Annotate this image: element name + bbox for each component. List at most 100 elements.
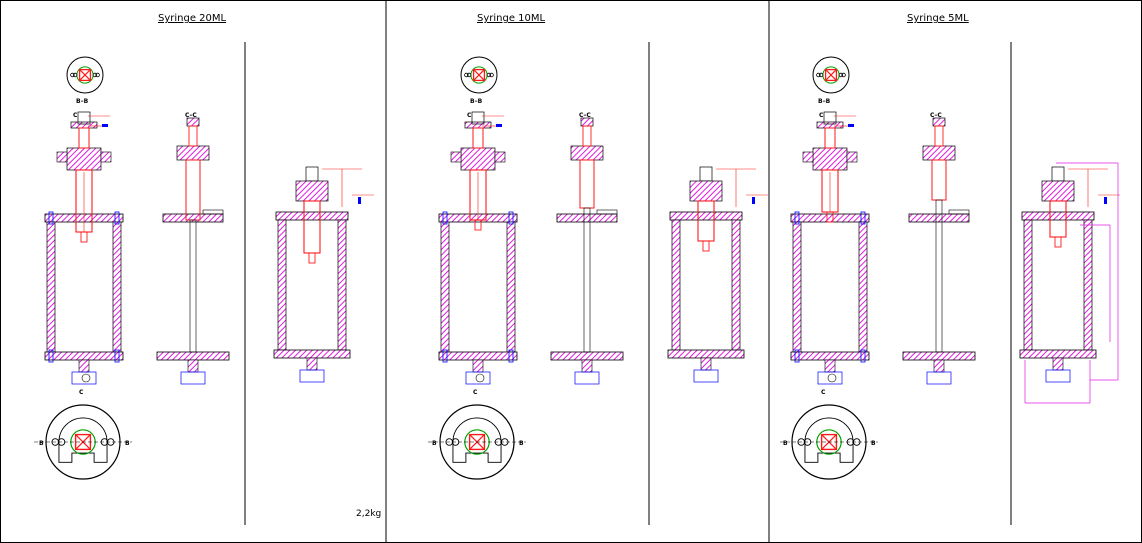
stroke-adapter: [305, 166, 319, 182]
syringe-holder: [66, 147, 102, 171]
bolt: [114, 349, 120, 363]
cross-mark: [79, 69, 91, 81]
screw-hole: [818, 72, 824, 78]
side-actuator: [574, 371, 600, 385]
side-coupling: [187, 359, 199, 373]
section-label-bb-20ml: B–B: [76, 98, 89, 105]
dimension-value-mark: [358, 197, 361, 204]
section-label-bb-10ml: B–B: [470, 98, 483, 105]
bolt: [48, 349, 54, 363]
screw-hole: [486, 72, 492, 78]
adapter-nut: [471, 111, 485, 125]
stroke-post-right: [731, 219, 741, 351]
cut-label-c-bottom-20ml: C: [79, 389, 84, 396]
side-bottom-plate: [550, 351, 624, 361]
side-holder: [176, 145, 210, 161]
section-label-cc-20ml: C–C: [185, 112, 197, 119]
plunger-rod: [826, 211, 834, 223]
actuator-coupling: [78, 359, 90, 373]
panel-title-20ml: Syringe 20ML: [158, 13, 227, 24]
slot-outline: [804, 417, 854, 463]
stroke-adapter: [1051, 166, 1065, 182]
syringe-flange-20ml: [78, 68, 92, 82]
actuator-body: [817, 371, 843, 385]
stroke-post-right: [1083, 219, 1093, 351]
bolt: [794, 349, 800, 363]
stroke-syringe-barrel: [697, 200, 715, 242]
cut-label-c-top-5ml: C: [819, 112, 824, 119]
stroke-holder: [1041, 180, 1075, 202]
side-clamp: [202, 209, 224, 215]
side-top-plate: [908, 213, 970, 223]
cut-label-c-top-10ml: C: [467, 112, 472, 119]
top-cap: [70, 121, 98, 129]
adapter-nut: [823, 111, 837, 125]
plunger-rod: [80, 231, 88, 243]
side-syringe-barrel: [185, 159, 201, 221]
stroke-coupling: [306, 357, 318, 371]
adapter-nut: [77, 111, 91, 125]
side-push-rod: [935, 199, 943, 353]
stroke-plunger: [1054, 236, 1062, 248]
side-post-left: [46, 221, 56, 353]
syringe-tip: [472, 127, 484, 149]
top-plate: [790, 213, 870, 223]
syringe-holder: [812, 147, 848, 171]
stroke-actuator: [1045, 369, 1071, 383]
side-push-rod: [583, 207, 591, 353]
side-top-plate: [162, 213, 224, 223]
side-coupling: [933, 359, 945, 373]
cut-label-b-right-5ml: B: [871, 440, 876, 447]
stroke-syringe-barrel: [303, 200, 321, 254]
top-cap: [816, 121, 844, 129]
side-post-left: [792, 221, 802, 353]
holder-flange: [100, 151, 112, 163]
stroke-plunger: [702, 240, 710, 252]
side-post-left: [440, 221, 450, 353]
side-top-cap: [580, 117, 594, 127]
panel-20ml: [34, 56, 374, 480]
plunger-rod: [474, 219, 482, 231]
actuator-body: [71, 371, 97, 385]
stroke-coupling: [1052, 357, 1064, 371]
holder-flange: [450, 151, 462, 163]
section-label-bb-5ml: B–B: [818, 98, 831, 105]
actuator-pin: [475, 373, 485, 383]
bottom-plate: [790, 351, 870, 361]
bottom-plate: [44, 351, 124, 361]
screw-hole: [70, 72, 75, 78]
screw-hole: [464, 72, 469, 78]
screw-hole: [92, 72, 98, 78]
cut-label-b-left-5ml: B: [783, 440, 788, 447]
screw-hole: [489, 72, 494, 78]
bolt: [508, 349, 514, 363]
dimension-value-mark: [102, 124, 108, 127]
bolt: [48, 211, 54, 225]
side-holder: [570, 145, 604, 161]
cut-label-c-bottom-10ml: C: [473, 389, 478, 396]
holder-flange: [56, 151, 68, 163]
side-syringe-tip: [582, 125, 592, 147]
side-syringe-tip: [188, 125, 198, 147]
side-actuator: [926, 371, 952, 385]
cut-label-b-right-10ml: B: [519, 440, 524, 447]
cut-label-b-left-20ml: B: [39, 440, 44, 447]
syringe-holder: [460, 147, 496, 171]
actuator-coupling: [824, 359, 836, 373]
dimension-value-mark: [496, 124, 502, 127]
panel-10ml: [428, 56, 768, 480]
holder-flange: [494, 151, 506, 163]
side-coupling: [581, 359, 593, 373]
cut-label-c-top-20ml: C: [73, 112, 78, 119]
stroke-top-plate: [1021, 211, 1095, 221]
stroke-bottom-plate: [667, 349, 745, 359]
side-top-cap: [186, 117, 200, 127]
side-push-rod: [189, 219, 197, 353]
stroke-top-plate: [669, 211, 743, 221]
syringe-tip: [824, 127, 836, 149]
top-cap: [464, 121, 492, 129]
section-label-cc-10ml: C–C: [579, 112, 591, 119]
bolt: [442, 349, 448, 363]
bolt: [860, 349, 866, 363]
stroke-post-left: [671, 219, 681, 351]
